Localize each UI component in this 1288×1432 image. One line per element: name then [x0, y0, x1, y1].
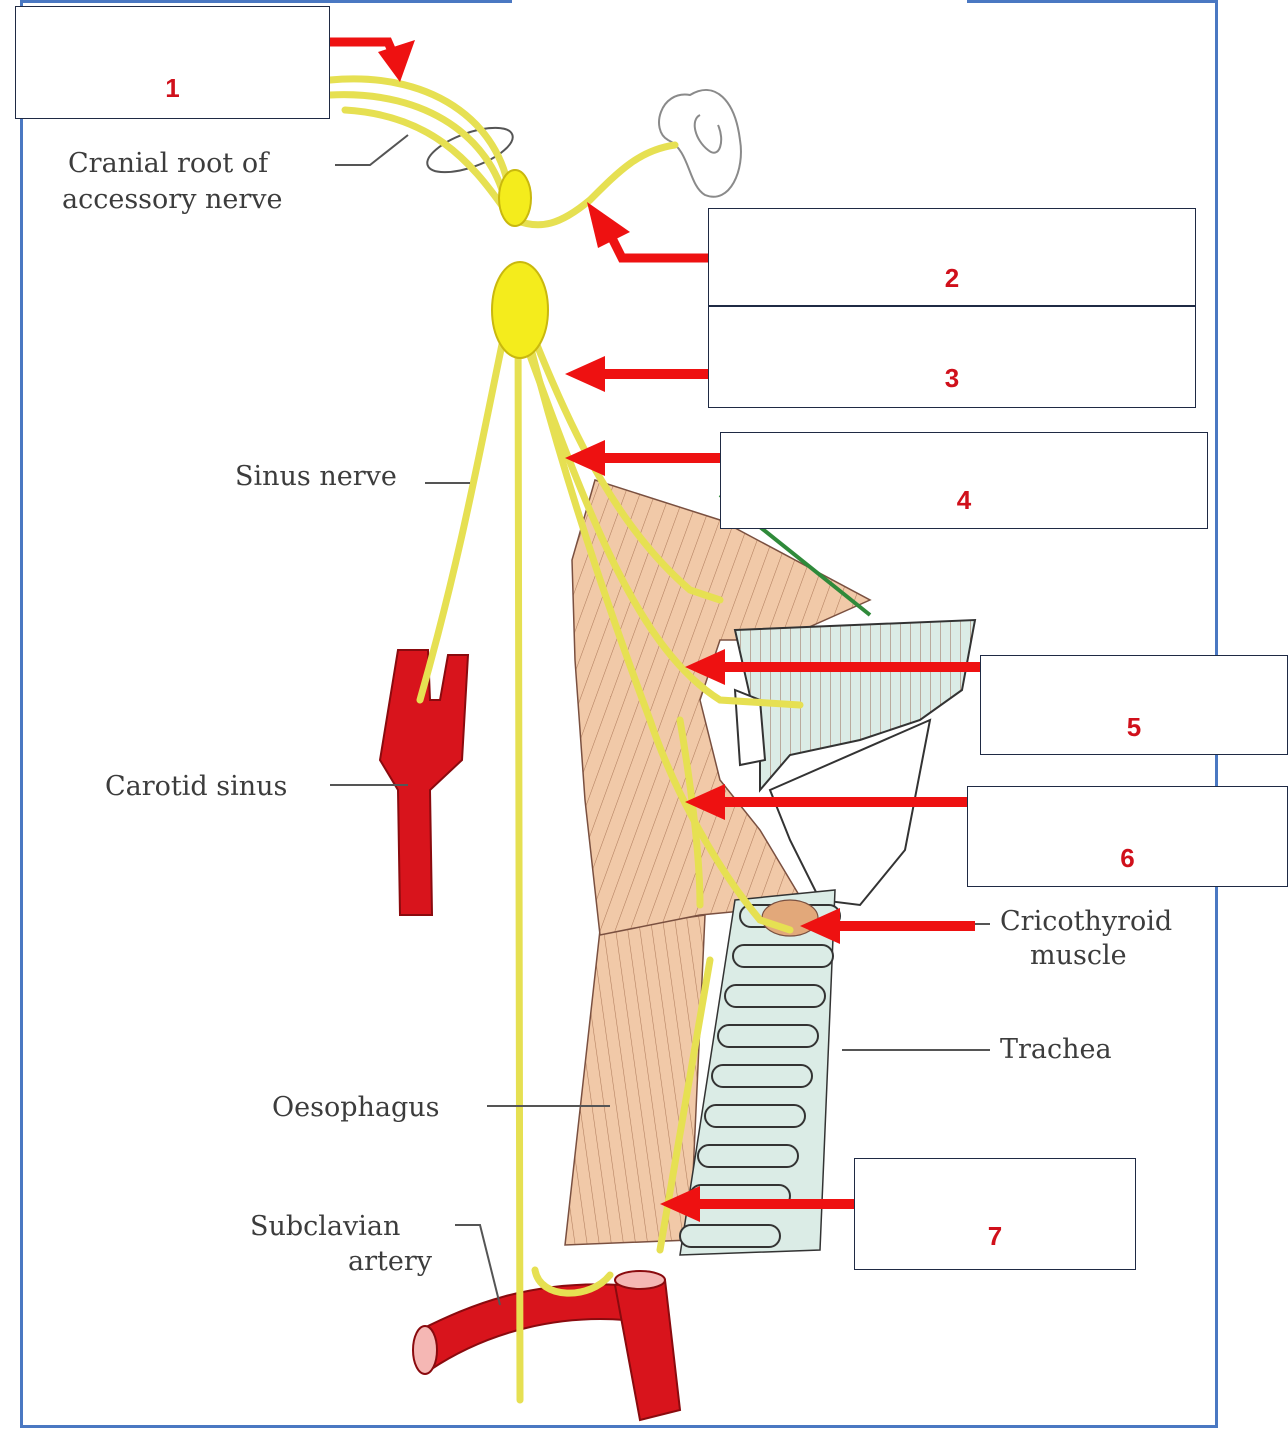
label-number-5: 5 [981, 712, 1287, 743]
label-cricothyroid-2: muscle [1030, 940, 1127, 971]
arrow-4 [565, 440, 722, 476]
label-cranial-root-2: accessory nerve [62, 184, 283, 215]
top-mask [512, 0, 967, 80]
label-number-6: 6 [968, 843, 1287, 874]
label-box-4[interactable]: 4 [720, 432, 1208, 529]
label-number-4: 4 [721, 485, 1207, 516]
label-box-6[interactable]: 6 [967, 786, 1288, 887]
label-carotid-sinus: Carotid sinus [105, 771, 287, 802]
inferior-ganglion [492, 262, 548, 358]
label-number-7: 7 [855, 1221, 1135, 1252]
label-number-1: 1 [16, 73, 329, 104]
label-sinus-nerve: Sinus nerve [235, 461, 397, 492]
label-cricothyroid-1: Cricothyroid [1000, 906, 1172, 937]
label-trachea: Trachea [1000, 1034, 1112, 1065]
label-oesophagus: Oesophagus [272, 1092, 440, 1123]
label-number-3: 3 [709, 363, 1195, 394]
label-subclavian-2: artery [348, 1246, 433, 1277]
superior-ganglion [499, 170, 531, 226]
arrow-2 [587, 202, 710, 258]
label-number-2: 2 [709, 263, 1195, 294]
label-box-5[interactable]: 5 [980, 655, 1288, 755]
label-box-3[interactable]: 3 [708, 306, 1196, 408]
arrow-3 [565, 356, 710, 392]
label-subclavian-1: Subclavian [250, 1211, 400, 1242]
label-box-7[interactable]: 7 [854, 1158, 1136, 1270]
subclavian-artery [413, 1271, 680, 1420]
label-box-2[interactable]: 2 [708, 208, 1196, 306]
label-box-1[interactable]: 1 [15, 6, 330, 119]
label-cranial-root-1: Cranial root of [68, 148, 270, 179]
